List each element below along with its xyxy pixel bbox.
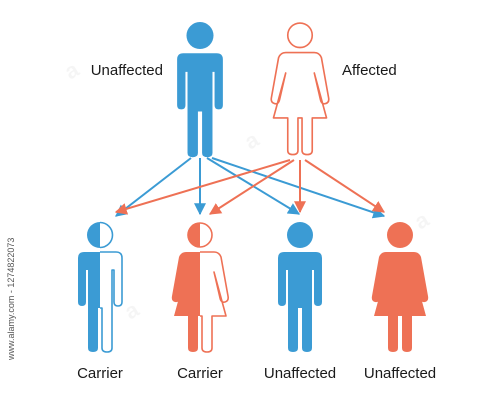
arrow-father-to-child-1 <box>115 157 192 217</box>
child-2-label: Carrier <box>177 365 223 382</box>
male-figure-icon <box>278 222 322 352</box>
father-label: Unaffected <box>91 62 163 79</box>
child-2-figure: Carrier <box>171 222 229 382</box>
child-1-figure: Carrier <box>77 221 123 382</box>
watermark-mark: a <box>240 126 264 154</box>
arrow-father-to-child-4 <box>211 157 386 219</box>
male-figure-icon <box>78 221 123 353</box>
child-4-figure: Unaffected <box>364 222 436 382</box>
arrow-mother-to-child-4 <box>304 159 386 213</box>
child-4-label: Unaffected <box>364 365 436 382</box>
child-3-label: Unaffected <box>264 365 336 382</box>
watermark-mark: a <box>410 206 434 234</box>
mother-arrows <box>114 159 386 215</box>
female-figure-icon <box>171 222 229 353</box>
female-figure-icon <box>270 22 330 156</box>
watermark-mark: a <box>120 296 144 324</box>
mother-figure: Affected <box>270 22 397 156</box>
child-1-label: Carrier <box>77 365 123 382</box>
father-arrows <box>115 157 386 219</box>
child-3-figure: Unaffected <box>264 222 336 382</box>
arrow-mother-to-child-1 <box>114 159 291 215</box>
stock-image-id: www.alamy.com - 1274822073 <box>6 238 16 361</box>
female-figure-icon <box>371 222 429 352</box>
male-figure-icon <box>177 22 223 158</box>
arrow-mother-to-child-2 <box>208 159 295 215</box>
mother-label: Affected <box>342 62 397 79</box>
father-figure: Unaffected <box>91 22 223 158</box>
watermark-mark: a <box>60 56 84 84</box>
